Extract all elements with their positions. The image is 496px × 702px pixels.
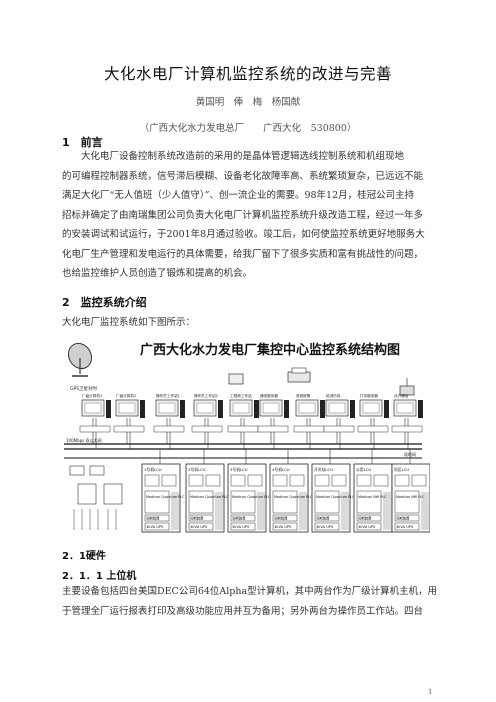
page-number: 1 bbox=[428, 688, 433, 696]
workstation-node: 工程师工作站 bbox=[227, 393, 259, 449]
section-2-1-heading: 2．1硬件 bbox=[62, 551, 106, 562]
paragraph-line: 招标并确定了由南瑞集团公司负责大化电厂计算机监控系统升级改造工程，经过一年多 bbox=[62, 209, 424, 221]
workstation-label: 厂级计算机1 bbox=[82, 393, 102, 398]
ups-label: 3kVA UPS bbox=[232, 525, 250, 529]
ups-label: 3kVA UPS bbox=[316, 525, 334, 529]
lcu-label: 3号机LCU bbox=[230, 467, 248, 472]
lcu-cabinet: 1号机LCU Modicon Quantum PLC 同期装置 3kVA UPS bbox=[141, 449, 185, 533]
plc-label: Modicon NW PLC bbox=[396, 495, 425, 499]
document-title: 大化水电厂计算机监控系统的改进与完善 bbox=[103, 65, 392, 83]
workstation-node: 厂级计算机2 bbox=[113, 393, 145, 449]
paragraph-line: 也给监控维护人员创造了锻炼和提高的机会。 bbox=[62, 268, 253, 279]
lcu-label: 2号机LCU bbox=[188, 467, 206, 472]
io-label: 同期装置 bbox=[396, 516, 410, 521]
io-label: 同期装置 bbox=[316, 516, 330, 521]
ups-label: 3kVA UPS bbox=[274, 525, 292, 529]
lcu-cabinet: 开关站LCU Modicon Quantum PLC 同期装置 3kVA UPS bbox=[311, 449, 355, 533]
paragraph-line: 主要设备包括四台美国DEC公司64位Alpha型计算机，其中两台作为厂级计算机主… bbox=[62, 586, 438, 597]
lcu-label: 1号机LCU bbox=[144, 467, 162, 472]
plc-label: Modicon Quantum PLC bbox=[316, 495, 355, 499]
workstation-label: 远方通信 bbox=[394, 393, 409, 398]
section-2-heading: 2 监控系统介绍 bbox=[62, 296, 147, 309]
workstation-label: 培训仿真 bbox=[326, 393, 341, 398]
satellite-dish-icon bbox=[67, 342, 93, 377]
section-2-1-1-heading: 2．1．1 上位机 bbox=[62, 571, 137, 582]
workstation-node: 操作员工作站2 bbox=[191, 393, 223, 449]
lcu-label: 开关站LCU bbox=[314, 467, 333, 472]
workstation-label: 厂级计算机2 bbox=[116, 393, 136, 398]
plc-label: Modicon Quantum PLC bbox=[190, 495, 229, 499]
diagram-title: 广西大化水力发电厂集控中心监控系统结构图 bbox=[140, 342, 400, 358]
lcu-label: 公用LCU bbox=[356, 467, 371, 472]
workstation-label: 打印服务器 bbox=[360, 393, 378, 398]
lcu-cabinet: 坝区LCU Modicon NW PLC 同期装置 3kVA UPS bbox=[391, 449, 431, 533]
lcu-cabinet: 3号机LCU Modicon Quantum PLC 同期装置 3kVA UPS bbox=[227, 449, 271, 533]
section-1-paragraph: 大化电厂设备控制系统改造前的采用的是晶体管逻辑选线控制系统和机组现地 的可编程控… bbox=[62, 147, 436, 284]
left-devices bbox=[69, 465, 123, 530]
io-label: 同期装置 bbox=[232, 516, 246, 521]
remote-comm-icon bbox=[399, 378, 415, 396]
system-structure-diagram: 广西大化水力发电厂集控中心监控系统结构图 GPS卫星对时 厂级计算机1 厂级计算机… bbox=[64, 334, 431, 534]
bus-label-ethernet: 100Mbps 双以太网 bbox=[66, 437, 102, 443]
workstation-label: 通信服务器 bbox=[260, 393, 278, 398]
figure-intro: 大化电厂监控系统如下图所示： bbox=[62, 317, 196, 328]
plc-label: Modicon NW PLC bbox=[358, 495, 387, 499]
lcu-label: 坝区LCU bbox=[394, 467, 409, 472]
affiliation: （广西大化水力发电总厂 广西大化 530800） bbox=[139, 123, 357, 134]
plc-label: Modicon Quantum PLC bbox=[274, 495, 313, 499]
workstation-label: 操作员工作站1 bbox=[156, 393, 180, 398]
plc-label: Modicon Quantum PLC bbox=[232, 495, 271, 499]
paragraph-line: 满足大化厂“无人值班（少人值守）”、创一流企业的需要。98年12月，桂冠公司主持 bbox=[62, 190, 415, 201]
paragraph-line: 化电厂生产管理和发电运行的具体需要，给我厂留下了很多实质和富有挑战性的问题， bbox=[62, 248, 424, 260]
io-label: 同期装置 bbox=[274, 516, 288, 521]
ups-label: 3kVA UPS bbox=[396, 525, 414, 529]
workstation-label: 操作员工作站2 bbox=[194, 393, 218, 398]
ups-label: 3kVA UPS bbox=[358, 525, 376, 529]
lcu-cabinet: 公用LCU Modicon NW PLC 同期装置 3kVA UPS bbox=[353, 449, 393, 533]
workstation-label: 工程师工作站 bbox=[230, 393, 252, 398]
paragraph-line: 的可编程控制器系统，信号滞后模糊、设备老化故障率高、系统繁琐复杂，已远远不能 bbox=[62, 170, 424, 182]
workstation-node: 培训仿真 bbox=[323, 393, 355, 449]
io-label: 同期装置 bbox=[190, 516, 204, 521]
workstation-node: 通信服务器 bbox=[257, 393, 289, 449]
section-2-1-1-paragraph: 主要设备包括四台美国DEC公司64位Alpha型计算机，其中两台作为厂级计算机主… bbox=[62, 582, 438, 621]
authors: 黄国明 俸 梅 杨国献 bbox=[195, 97, 301, 108]
plc-label: Modicon Quantum PLC bbox=[146, 495, 185, 499]
voice-alarm-icon bbox=[228, 373, 244, 385]
workstation-label: 语音报警 bbox=[296, 393, 311, 398]
paragraph-line: 大化电厂设备控制系统改造前的采用的是晶体管逻辑选线控制系统和机组现地 bbox=[81, 151, 405, 162]
ups-label: 3kVA UPS bbox=[190, 525, 208, 529]
lcu-cabinet: 4号机LCU Modicon Quantum PLC 同期装置 3kVA UPS bbox=[269, 449, 313, 533]
io-label: 同期装置 bbox=[146, 516, 160, 521]
gps-label: GPS卫星对时 bbox=[70, 385, 98, 392]
lcu-cabinet: 2号机LCU Modicon Quantum PLC 同期装置 3kVA UPS bbox=[185, 449, 229, 533]
paragraph-line: 于管理全厂运行报表打印及高级功能应用并互为备用；另外两台为操作员工作站。四台 bbox=[62, 605, 424, 617]
printer-icon bbox=[287, 367, 311, 383]
paragraph-line: 的安装调试和试运行，于2001年8月通过验收。竣工后，如何使监控系统更好地服务大 bbox=[62, 229, 425, 240]
io-label: 同期装置 bbox=[358, 516, 372, 521]
workstation-node: 远方通信 bbox=[391, 393, 423, 449]
lcu-label: 4号机LCU bbox=[272, 467, 290, 472]
ups-label: 3kVA UPS bbox=[146, 525, 164, 529]
section-1-heading: 1 前言 bbox=[62, 136, 103, 149]
